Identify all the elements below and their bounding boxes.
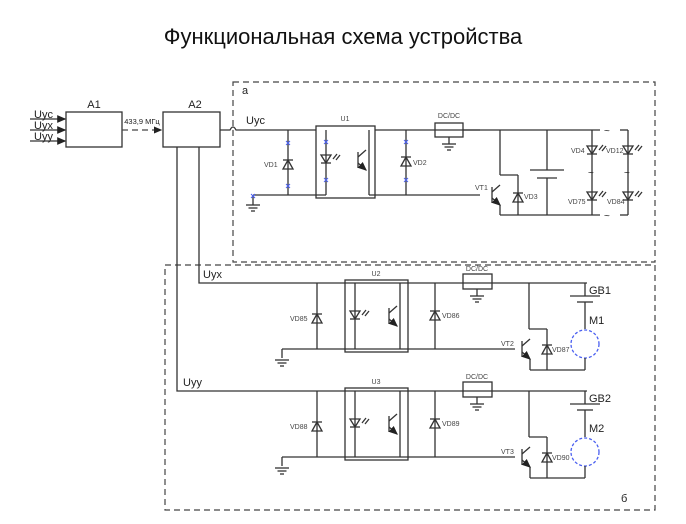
gb1-label: GB1 xyxy=(589,285,611,297)
block-a1: A1 xyxy=(65,99,123,148)
u2-label: U2 xyxy=(372,271,381,278)
wire-uyc xyxy=(220,126,316,131)
m2-label: M2 xyxy=(589,423,604,435)
dcdc-label: DC/DC xyxy=(438,113,460,120)
dcdc-y-label: DC/DC xyxy=(466,374,488,381)
wire-uyy xyxy=(176,147,345,392)
vd4-label: VD4 xyxy=(571,148,585,155)
input-uyx-label: Uyx xyxy=(34,120,53,132)
vd90-label: VD90 xyxy=(552,455,570,462)
vd3-label: VD3 xyxy=(524,194,538,201)
vd84-label: VD84 xyxy=(607,199,625,206)
vd87-label: VD87 xyxy=(552,347,570,354)
svg-text:~: ~ xyxy=(588,168,594,179)
vt1-label: VT1 xyxy=(475,185,488,192)
input-uyc-label: Uyc xyxy=(34,109,53,121)
radio-frequency-label: 433,9 МГц xyxy=(124,117,160,126)
section-a-frame xyxy=(232,81,656,263)
section-b-frame xyxy=(164,264,656,511)
channel-y-circuit: Uyy VD88 U3 VD89 DC/DC VT3 VD90 GB2 M2 xyxy=(183,374,611,479)
vt2-label: VT2 xyxy=(501,341,514,348)
vd1-label: VD1 xyxy=(264,162,278,169)
svg-text:~: ~ xyxy=(604,211,610,222)
uyx-label: Uyx xyxy=(203,269,222,281)
channel-x-circuit: Uyx VD85 U2 VD86 DC/DC VT2 VD87 GB1 M1 xyxy=(203,266,611,371)
block-a1-label: A1 xyxy=(87,99,100,111)
svg-text:~: ~ xyxy=(604,126,610,137)
m1-label: M1 xyxy=(589,315,604,327)
vd85-label: VD85 xyxy=(290,316,308,323)
svg-text:~: ~ xyxy=(624,168,630,179)
vd2-label: VD2 xyxy=(413,160,427,167)
vt3-label: VT3 xyxy=(501,449,514,456)
block-a2-label: A2 xyxy=(188,99,201,111)
section-a-label: а xyxy=(242,85,249,97)
section-a-circuit: Uyc VD1 U1 VD2 DC/DC VT1 VD3 ~ ~ xyxy=(245,113,643,222)
vd12-label: VD12 xyxy=(606,148,624,155)
block-a2: A2 xyxy=(162,99,221,148)
section-b-label: б xyxy=(621,493,627,505)
uyy-label: Uyy xyxy=(183,377,202,389)
dcdc-x-label: DC/DC xyxy=(466,266,488,273)
diagram-title: Функциональная схема устройства xyxy=(163,24,523,49)
vd89-label: VD89 xyxy=(442,421,460,428)
u1-label: U1 xyxy=(341,116,350,123)
u3-label: U3 xyxy=(372,379,381,386)
wire-uyx xyxy=(198,147,345,284)
input-uyy-label: Uyy xyxy=(34,131,53,143)
uyc-label: Uyc xyxy=(246,115,265,127)
vd75-label: VD75 xyxy=(568,199,586,206)
gb2-label: GB2 xyxy=(589,393,611,405)
input-signals: Uyc Uyx Uyy xyxy=(30,109,67,145)
vd88-label: VD88 xyxy=(290,424,308,431)
vd86-label: VD86 xyxy=(442,313,460,320)
